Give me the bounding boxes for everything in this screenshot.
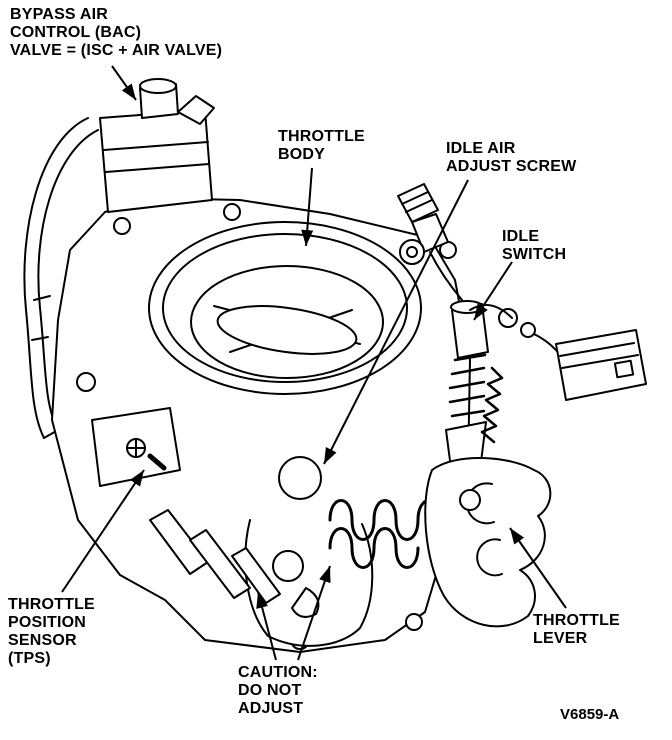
throttle-bore xyxy=(148,221,422,395)
caution-leader-right xyxy=(297,565,331,661)
label-line: CONTROL (BAC) xyxy=(10,24,142,41)
return-spring xyxy=(328,499,442,569)
label-idle-air-adjust-screw: IDLE AIR ADJUST SCREW xyxy=(446,140,576,176)
idle-air-leader xyxy=(323,179,469,465)
bottom-boss xyxy=(244,519,374,647)
label-line: (TPS) xyxy=(8,650,51,667)
label-throttle-position-sensor: THROTTLE POSITION SENSOR (TPS) xyxy=(8,596,95,668)
throttle-lever-part xyxy=(424,456,552,628)
label-line: SWITCH xyxy=(502,246,567,263)
label-line: ADJUST xyxy=(238,700,304,717)
label-line: BODY xyxy=(278,146,326,163)
label-line: BYPASS AIR xyxy=(10,6,109,23)
label-line: THROTTLE xyxy=(533,612,620,629)
leader-arrows xyxy=(61,65,567,661)
label-line: VALVE = (ISC + AIR VALVE) xyxy=(10,42,223,59)
tps-part xyxy=(91,407,181,487)
idle-switch-leader xyxy=(473,261,513,321)
label-idle-switch: IDLE SWITCH xyxy=(502,228,566,264)
label-line: DO NOT xyxy=(238,682,302,699)
label-throttle-lever: THROTTLE LEVER xyxy=(533,612,620,648)
label-line: ADJUST SCREW xyxy=(446,158,577,175)
caution-leader-left xyxy=(256,591,277,661)
label-line: IDLE xyxy=(502,228,540,245)
label-caution: CAUTION: DO NOT ADJUST xyxy=(238,664,318,718)
throttle-lever-leader xyxy=(509,527,567,609)
bac-leader xyxy=(111,65,137,101)
connector-right xyxy=(469,303,647,401)
label-line: THROTTLE xyxy=(8,596,95,613)
label-line: SENSOR xyxy=(8,632,77,649)
label-line: CAUTION: xyxy=(238,664,318,681)
label-throttle-body: THROTTLE BODY xyxy=(278,128,365,164)
tps-leader xyxy=(61,469,145,593)
bac-valve-part xyxy=(99,78,215,213)
label-line: IDLE AIR xyxy=(446,140,516,157)
label-line: THROTTLE xyxy=(278,128,365,145)
lever-spring xyxy=(480,366,504,444)
figure-code: V6859-A xyxy=(560,706,620,723)
idle-air-port xyxy=(278,456,322,500)
label-line: LEVER xyxy=(533,630,588,647)
diagram-art xyxy=(23,78,647,653)
hose-part xyxy=(23,117,99,439)
lower-fittings xyxy=(149,509,281,604)
label-line: POSITION xyxy=(8,614,87,631)
label-bac-valve: BYPASS AIR CONTROL (BAC) VALVE = (ISC + … xyxy=(10,6,222,60)
connector-top xyxy=(397,183,463,301)
throttle-body-leader xyxy=(301,167,314,247)
